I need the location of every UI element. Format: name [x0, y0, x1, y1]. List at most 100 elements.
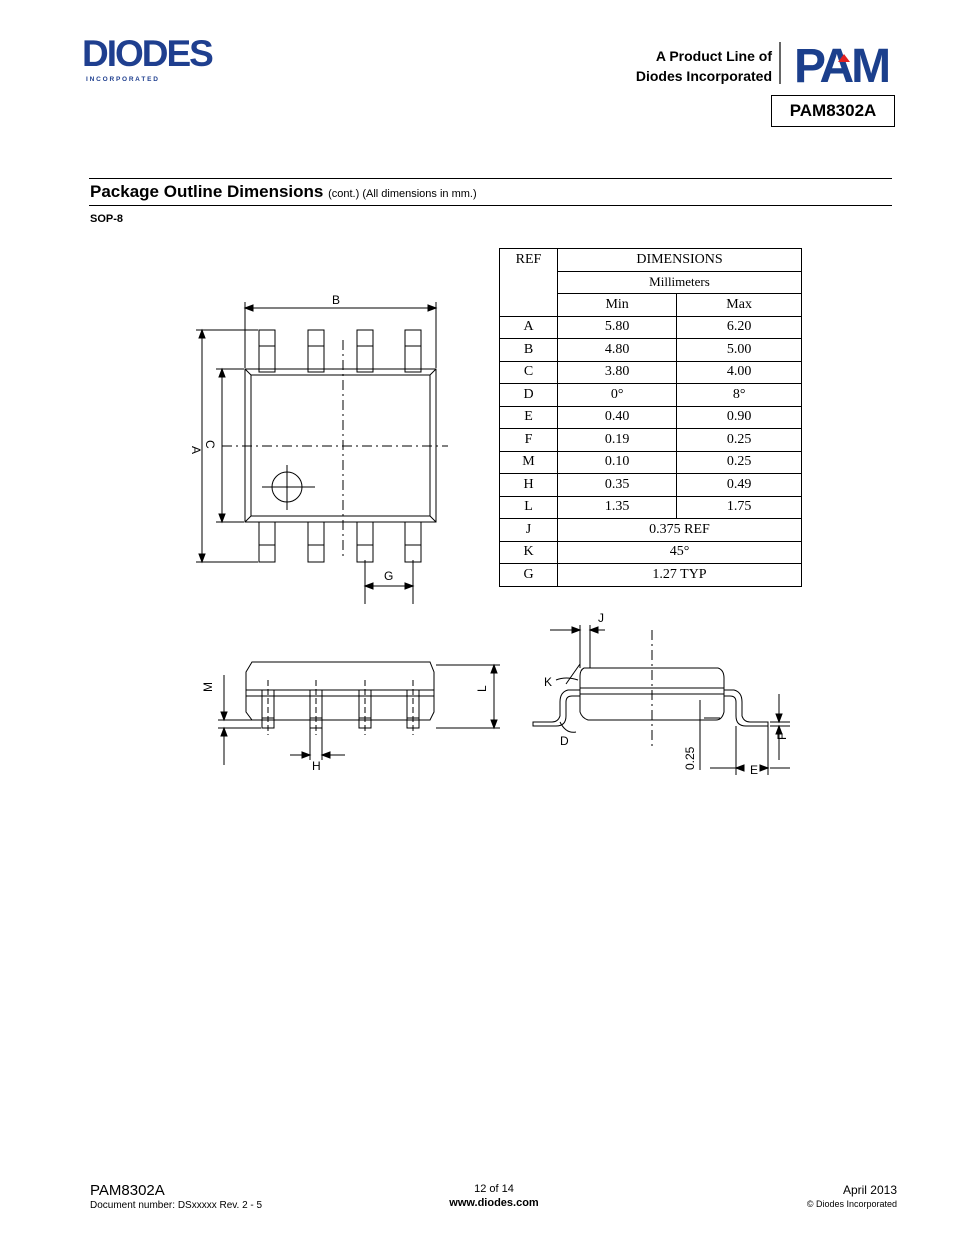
cell-value: 1.27 TYP: [557, 563, 802, 587]
label-m: M: [201, 682, 215, 692]
cell-max: 1.75: [676, 495, 802, 519]
cell-min: 0.19: [556, 428, 678, 452]
header-dimensions: DIMENSIONS: [557, 248, 802, 272]
footer-copyright: © Diodes Incorporated: [806, 1199, 897, 1209]
cell-ref: H: [499, 473, 558, 497]
label-h: H: [312, 759, 321, 773]
cell-ref: K: [499, 540, 558, 564]
cell-ref: A: [499, 315, 558, 339]
header-ref: REF: [499, 248, 558, 317]
footer-date: April 2013: [842, 1183, 897, 1197]
cell-ref: M: [499, 450, 558, 474]
cell-min: 1.35: [556, 495, 678, 519]
cell-max: 4.00: [676, 360, 802, 384]
cell-min: 3.80: [556, 360, 678, 384]
end-body-bottom: [579, 693, 725, 721]
cell-max: 5.00: [676, 338, 802, 362]
product-line-1: A Product Line of: [655, 48, 772, 64]
pin-top-2: [307, 329, 325, 373]
side-view-drawing: M L H: [201, 661, 500, 773]
cell-ref: G: [499, 563, 558, 587]
label-k: K: [544, 675, 552, 689]
label-c: C: [203, 440, 217, 449]
cell-min: 4.80: [556, 338, 678, 362]
pin-top-3: [356, 329, 374, 373]
cell-ref: C: [499, 360, 558, 384]
label-f: F: [775, 733, 789, 740]
package-name: SOP-8: [90, 213, 124, 225]
label-l: L: [475, 685, 489, 692]
cell-max: 8°: [676, 383, 802, 407]
cell-max: 0.25: [676, 450, 802, 474]
label-g: G: [384, 569, 393, 583]
pam-logo-triangle: [838, 54, 850, 62]
cell-value: 45°: [557, 540, 802, 564]
label-gauge: 0.25: [683, 746, 697, 770]
end-lead-right: [724, 689, 769, 727]
label-a: A: [189, 446, 203, 454]
cell-min: 0°: [556, 383, 678, 407]
cell-min: 0.40: [556, 405, 678, 429]
cell-max: 0.90: [676, 405, 802, 429]
cell-min: 0.10: [556, 450, 678, 474]
cell-ref: E: [499, 405, 558, 429]
pin-bottom-4: [404, 521, 422, 563]
pin-top-4: [404, 329, 422, 373]
product-line-2: Diodes Incorporated: [635, 68, 772, 84]
cell-min: 5.80: [556, 315, 678, 339]
pin-bottom-3: [356, 521, 374, 563]
pam-logo-text: PAM: [794, 40, 888, 86]
pin-bottom-2: [307, 521, 325, 563]
pin-bottom-1: [258, 521, 276, 563]
label-d: D: [560, 734, 569, 748]
cell-ref: L: [499, 495, 558, 519]
side-body-top: [245, 661, 435, 691]
end-view-drawing: J K D 0.25 E F: [532, 611, 790, 777]
product-line-text: A Product Line of Diodes Incorporated: [636, 46, 772, 86]
footer-page: 12 of 14: [474, 1183, 514, 1195]
pam-logo: PAM: [779, 40, 891, 86]
section-subtitle: (cont.) (All dimensions in mm.): [328, 188, 477, 200]
header-max: Max: [676, 293, 802, 317]
section-rule-top: [89, 178, 892, 179]
cell-ref: D: [499, 383, 558, 407]
label-j: J: [598, 611, 604, 625]
cell-ref: F: [499, 428, 558, 452]
header-min: Min: [556, 293, 678, 317]
footer-website[interactable]: www.diodes.com: [449, 1197, 539, 1209]
cell-ref: J: [499, 518, 558, 542]
label-b: B: [332, 293, 340, 307]
header-unit: Millimeters: [557, 270, 802, 294]
cell-min: 0.35: [556, 473, 678, 497]
cell-max: 0.49: [676, 473, 802, 497]
footer-doc-number: Document number: DSxxxxx Rev. 2 - 5: [90, 1200, 263, 1211]
section-title: Package Outline Dimensions (cont.) (All …: [90, 182, 477, 202]
section-rule-bottom: [89, 205, 892, 206]
cell-ref: B: [499, 338, 558, 362]
footer-part: PAM8302A: [90, 1182, 165, 1199]
label-e: E: [750, 763, 758, 777]
section-title-text: Package Outline Dimensions: [90, 182, 324, 201]
cell-value: 0.375 REF: [557, 518, 802, 542]
diodes-logo-subtext: I N C O R P O R A T E D: [86, 76, 158, 83]
diodes-logo-text: DIODES: [82, 36, 213, 74]
end-lead-left: [532, 689, 580, 727]
part-number-box: PAM8302A: [771, 95, 895, 127]
top-view-drawing: B A C G: [189, 293, 448, 604]
cell-max: 6.20: [676, 315, 802, 339]
